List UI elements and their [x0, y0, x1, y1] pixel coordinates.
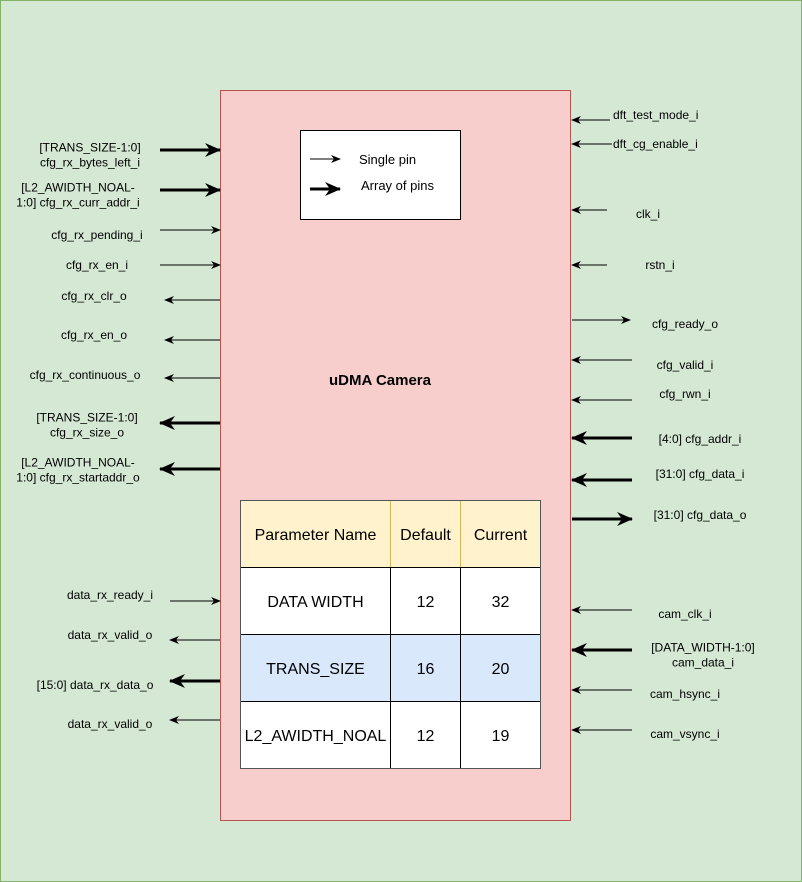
pin-right-13: cam_vsync_i	[571, 726, 720, 741]
pin-left-1: [L2_AWIDTH_NOAL-1:0] cfg_rx_curr_addr_i	[16, 181, 221, 210]
pin-label: cam_data_i	[672, 656, 734, 670]
pin-left-7: [TRANS_SIZE-1:0]cfg_rx_size_o	[36, 411, 220, 440]
pin-right-11: [DATA_WIDTH-1:0]cam_data_i	[571, 641, 755, 670]
pin-right-12: cam_hsync_i	[571, 686, 720, 701]
block-title: uDMA Camera	[329, 372, 432, 389]
table-cell-text: 12	[417, 594, 435, 611]
table-cell-text: 32	[492, 594, 510, 611]
pins: [TRANS_SIZE-1:0]cfg_rx_bytes_left_i[L2_A…	[16, 108, 754, 741]
pin-label: cfg_rx_continuous_o	[30, 368, 141, 382]
legend-single-label: Single pin	[359, 152, 416, 167]
pin-label: cfg_ready_o	[652, 317, 718, 331]
table-header-cell: Current	[474, 527, 528, 544]
pin-label: data_rx_valid_o	[68, 628, 153, 642]
pin-label: 1:0] cfg_rx_startaddr_o	[16, 471, 140, 485]
legend: Single pin Array of pins	[300, 130, 461, 220]
pin-label: cfg_rx_en_i	[66, 258, 128, 272]
table-border	[240, 500, 541, 769]
table-cell-text: TRANS_SIZE	[266, 661, 365, 678]
pin-left-5: cfg_rx_en_o	[61, 328, 220, 344]
pin-left-4: cfg_rx_clr_o	[61, 289, 220, 304]
pin-label: cam_hsync_i	[650, 687, 720, 701]
pin-label: cfg_rx_size_o	[50, 426, 124, 440]
pin-right-10: cam_clk_i	[571, 606, 712, 621]
table-cell-text: 16	[417, 661, 435, 678]
table-row: DATA WIDTH 12 32	[240, 567, 541, 635]
table-header-cell: Parameter Name	[255, 527, 377, 544]
pin-left-8: [L2_AWIDTH_NOAL-1:0] cfg_rx_startaddr_o	[16, 456, 220, 485]
pin-right-4: cfg_ready_o	[572, 316, 718, 331]
table-cell-text: L2_AWIDTH_NOAL	[245, 728, 387, 745]
table-row: TRANS_SIZE 16 20	[240, 634, 541, 702]
table-cell-text: 20	[492, 661, 510, 678]
table-cell-text: 19	[492, 728, 510, 745]
table-row: L2_AWIDTH_NOAL 12 19	[240, 701, 541, 769]
pin-right-5: cfg_valid_i	[571, 356, 714, 372]
pin-label: [TRANS_SIZE-1:0]	[36, 411, 137, 425]
pin-label: cam_vsync_i	[650, 727, 719, 741]
pin-left-3: cfg_rx_en_i	[66, 258, 221, 272]
legend-array-label: Array of pins	[361, 178, 434, 193]
pin-left-12: data_rx_valid_o	[68, 716, 220, 731]
pin-label: data_rx_ready_i	[67, 588, 153, 602]
pin-label: data_rx_valid_o	[68, 717, 153, 731]
table-cell	[390, 634, 461, 702]
table-cell	[240, 701, 391, 769]
pin-right-1: dft_cg_enable_i	[571, 137, 698, 151]
pin-right-2: clk_i	[571, 206, 660, 221]
pin-label: [31:0] cfg_data_i	[656, 467, 745, 481]
pin-right-0: dft_test_mode_i	[571, 108, 698, 124]
pin-label: 1:0] cfg_rx_curr_addr_i	[16, 196, 139, 210]
pin-left-6: cfg_rx_continuous_o	[30, 368, 220, 382]
pin-label: clk_i	[636, 207, 660, 221]
pin-left-10: data_rx_valid_o	[68, 628, 220, 644]
pin-label: cfg_rwn_i	[659, 387, 710, 401]
pin-label: [15:0] data_rx_data_o	[37, 678, 154, 692]
table-header-row: Parameter Name Default Current	[240, 500, 541, 568]
pin-right-8: [31:0] cfg_data_i	[571, 467, 745, 487]
pin-label: [TRANS_SIZE-1:0]	[39, 141, 140, 155]
pin-label: cfg_rx_en_o	[61, 328, 127, 342]
pin-left-2: cfg_rx_pending_i	[51, 226, 221, 242]
pin-right-7: [4:0] cfg_addr_i	[571, 431, 742, 446]
pin-label: cfg_rx_pending_i	[51, 228, 142, 242]
pin-right-6: cfg_rwn_i	[571, 387, 711, 404]
pin-left-0: [TRANS_SIZE-1:0]cfg_rx_bytes_left_i	[39, 141, 221, 170]
pin-left-9: data_rx_ready_i	[67, 588, 221, 605]
table-cell	[240, 567, 391, 635]
table-cell	[390, 500, 461, 568]
pin-right-9: [31:0] cfg_data_o	[572, 508, 747, 526]
table-cell-text: 12	[417, 728, 435, 745]
pin-label: cfg_valid_i	[657, 358, 714, 372]
pin-label: [L2_AWIDTH_NOAL-	[21, 181, 135, 195]
table-header-cell: Default	[400, 527, 451, 544]
pin-label: [31:0] cfg_data_o	[654, 508, 747, 522]
table-cell	[460, 567, 541, 635]
pin-label: [4:0] cfg_addr_i	[659, 432, 742, 446]
table-cell	[240, 634, 391, 702]
pin-label: [L2_AWIDTH_NOAL-	[21, 456, 135, 470]
pin-right-3: rstn_i	[571, 258, 675, 272]
table-cell-text: DATA WIDTH	[267, 594, 363, 611]
pin-label: cam_clk_i	[658, 607, 711, 621]
pin-label: cfg_rx_bytes_left_i	[40, 156, 140, 170]
pin-label: [DATA_WIDTH-1:0]	[651, 641, 755, 655]
pin-label: rstn_i	[645, 258, 674, 272]
pin-left-11: [15:0] data_rx_data_o	[37, 674, 220, 692]
pin-label: cfg_rx_clr_o	[61, 289, 127, 303]
pin-label: dft_cg_enable_i	[613, 137, 698, 151]
pin-label: dft_test_mode_i	[613, 108, 698, 122]
